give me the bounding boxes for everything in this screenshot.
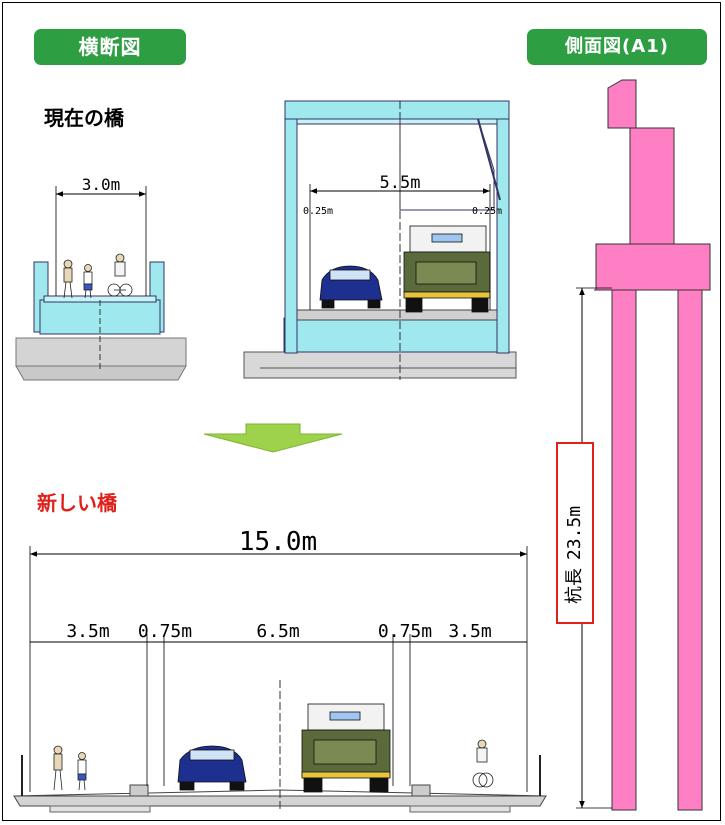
side-view-badge: 側面図(A1) <box>527 29 707 65</box>
pile-length-value: 23.5m <box>564 506 585 560</box>
current-margin-left: 0.25m <box>303 206 333 217</box>
new-bridge-heading: 新しい橋 <box>37 491 117 515</box>
new-bridge-section: 15.0m 3.5m 0.75m 6.5m 0.75m 3.5m <box>13 527 547 813</box>
current-pedestrian-bridge: 3.0m <box>15 175 187 381</box>
new-total-width: 15.0m <box>239 527 317 557</box>
current-vehicle-bridge: 5.5m 0.25m 0.25m <box>243 100 517 380</box>
cross-section-badge: 横断図 <box>34 29 186 65</box>
side-view-abutment: 杭長 23.5m <box>556 79 711 811</box>
new-segment-5: 3.5m <box>448 621 491 642</box>
current-vehicle-width: 5.5m <box>380 173 421 193</box>
new-segment-4: 0.75m <box>378 621 432 642</box>
current-margin-right: 0.25m <box>472 206 502 217</box>
current-bridge-heading: 現在の橋 <box>44 106 124 130</box>
current-pedestrian-width: 3.0m <box>82 175 121 194</box>
new-segment-2: 0.75m <box>138 621 192 642</box>
new-segment-1: 3.5m <box>66 621 109 642</box>
down-arrow <box>203 423 343 453</box>
pile-length-label: 杭長 <box>564 568 585 604</box>
new-segment-3: 6.5m <box>256 621 299 642</box>
